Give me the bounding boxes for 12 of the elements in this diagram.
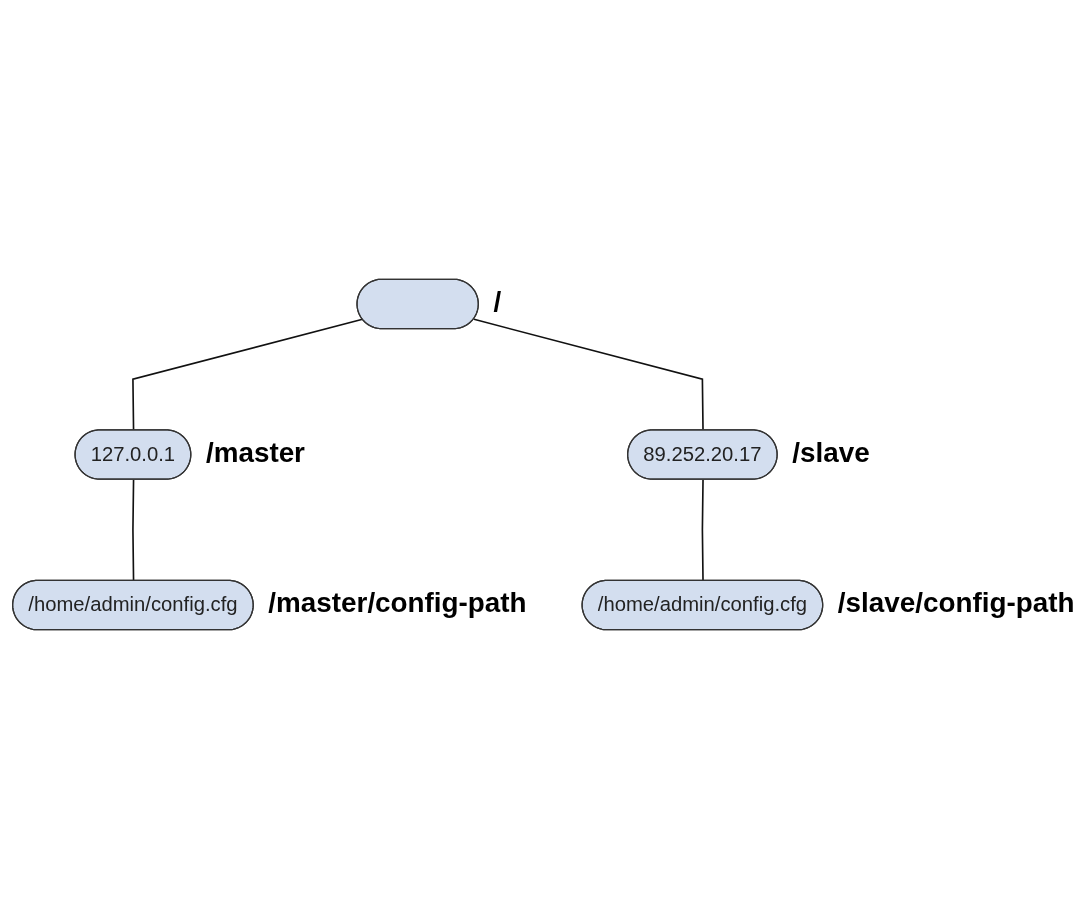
path-label: /master xyxy=(205,436,305,468)
path-label: /master/config-path xyxy=(268,587,527,619)
connector-line xyxy=(132,479,135,582)
connector-line xyxy=(701,479,704,582)
path-label: /slave/config-path xyxy=(837,587,1075,619)
rounded-node: 127.0.0.1 xyxy=(74,429,192,480)
empty-rounded-node xyxy=(356,278,479,330)
rounded-node: /home/admin/config.cfg xyxy=(12,579,254,631)
rounded-node: /home/admin/config.cfg xyxy=(581,579,824,631)
rounded-node: 89.252.20.17 xyxy=(627,429,778,480)
path-label: /slave xyxy=(792,436,870,468)
path-label: / xyxy=(493,286,502,318)
